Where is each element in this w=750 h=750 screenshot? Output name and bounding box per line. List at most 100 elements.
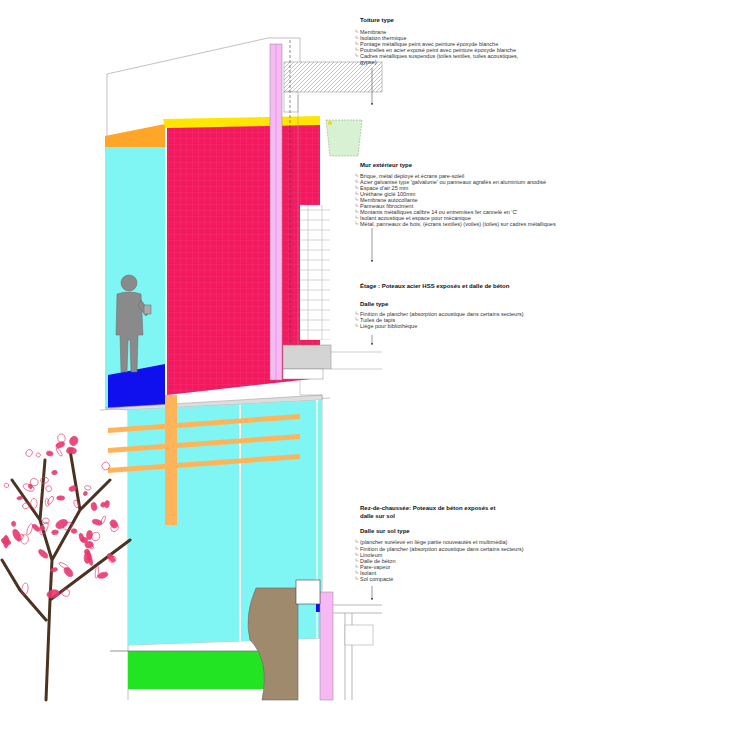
material-label: Pare-vapeur	[360, 564, 390, 570]
label-tick	[356, 174, 359, 177]
section-heading: Dalle sur sol type	[360, 528, 410, 536]
material-label: Poutrelles en acier exposé peint avec pe…	[360, 47, 516, 53]
material-label: Métal, panneaux de bois, (écrans textile…	[360, 221, 556, 227]
blossom	[30, 478, 39, 487]
label-tick	[356, 216, 359, 219]
section-heading: Étage : Poteaux acier HSS exposés et dal…	[360, 283, 509, 291]
label-tick	[356, 571, 359, 574]
blossom	[88, 544, 94, 549]
material-label: Finition de plancher (absorption acousti…	[360, 311, 524, 317]
frame-lines	[100, 38, 330, 700]
material-label: Pontage métallique peint avec peinture é…	[360, 41, 498, 47]
material-label: Panneaux fibrociment	[360, 203, 413, 209]
material-label: Montants métalliques calibre 14 ou entre…	[360, 209, 517, 215]
section-heading: Toiture type	[360, 17, 394, 25]
blossom	[57, 433, 66, 443]
blossom	[54, 518, 69, 531]
label-tick	[356, 186, 359, 189]
blossom	[45, 485, 53, 493]
orange-post	[165, 395, 177, 525]
person-figure	[116, 275, 151, 372]
orange-band	[105, 124, 165, 147]
blossom	[58, 561, 70, 570]
section-heading: Dalle type	[360, 301, 388, 309]
blossom	[73, 499, 80, 508]
shelves	[108, 414, 300, 473]
blossom	[84, 485, 91, 490]
blossom	[31, 498, 38, 508]
section-heading: Mur extérieur type	[360, 162, 412, 170]
label-tick	[356, 204, 359, 207]
label-tick	[356, 36, 359, 39]
blossom	[51, 530, 58, 535]
material-label: Isolant	[360, 570, 376, 576]
material-label: Cadres métalliques suspendus (toiles tex…	[360, 53, 535, 65]
tree-illustration	[0, 433, 130, 700]
blossom	[95, 566, 100, 579]
label-tick	[356, 198, 359, 201]
blossom	[42, 517, 50, 524]
material-label: Acier galvanisé type 'galvalume' ou pann…	[360, 179, 546, 185]
blossom	[11, 521, 16, 527]
blossom	[46, 589, 60, 600]
label-tick	[356, 312, 359, 315]
label-tick	[356, 54, 359, 57]
blossom	[25, 448, 34, 457]
material-label: Membrane autocollante	[360, 197, 417, 203]
material-label: Linoleum	[360, 552, 382, 558]
blossom	[11, 528, 22, 542]
blossom	[106, 552, 116, 563]
label-tick	[356, 48, 359, 51]
blossom	[38, 521, 49, 536]
blossom	[51, 470, 57, 475]
material-label: Finition de plancher (absorption acousti…	[360, 546, 524, 552]
blossom	[90, 502, 97, 511]
blossom	[40, 477, 49, 484]
blossom	[37, 548, 49, 560]
blossom	[68, 435, 79, 447]
material-label: Brique, métal déployé et écrans pare-sol…	[360, 173, 464, 179]
blossom	[4, 483, 10, 489]
blossom	[100, 516, 106, 525]
blossom	[20, 534, 28, 544]
blossom	[83, 548, 90, 555]
blossom	[36, 452, 41, 457]
label-tick	[356, 222, 359, 225]
blossom	[46, 495, 54, 505]
material-label: Espace d'air 25 mm	[360, 185, 408, 191]
label-tick	[356, 540, 359, 543]
material-label: Membrane	[360, 29, 386, 35]
label-tick	[356, 210, 359, 213]
label-tick	[356, 559, 359, 562]
blossom	[109, 523, 120, 533]
blossom	[68, 485, 77, 492]
label-tick	[356, 553, 359, 556]
section-heading: Rez-de-chaussée: Poteaux de béton exposé…	[360, 505, 510, 520]
label-tick	[356, 324, 359, 327]
section-detail	[270, 40, 382, 700]
label-tick	[356, 577, 359, 580]
label-tick	[356, 30, 359, 33]
label-tick	[356, 42, 359, 45]
blossom	[55, 447, 63, 457]
material-label: Tuiles de tapis	[360, 317, 395, 323]
blossom	[17, 496, 23, 500]
blossom	[71, 529, 77, 534]
blossom	[57, 496, 65, 500]
blossom	[50, 567, 58, 572]
label-tick	[356, 192, 359, 195]
blossom	[21, 583, 29, 596]
blossom	[104, 500, 110, 508]
blossom	[3, 536, 10, 542]
blossom	[108, 556, 116, 563]
foundation	[248, 588, 298, 700]
blossom	[3, 535, 8, 548]
blossom	[86, 530, 92, 539]
label-tick	[356, 547, 359, 550]
glazing-upper	[105, 147, 165, 408]
label-tick	[356, 318, 359, 321]
